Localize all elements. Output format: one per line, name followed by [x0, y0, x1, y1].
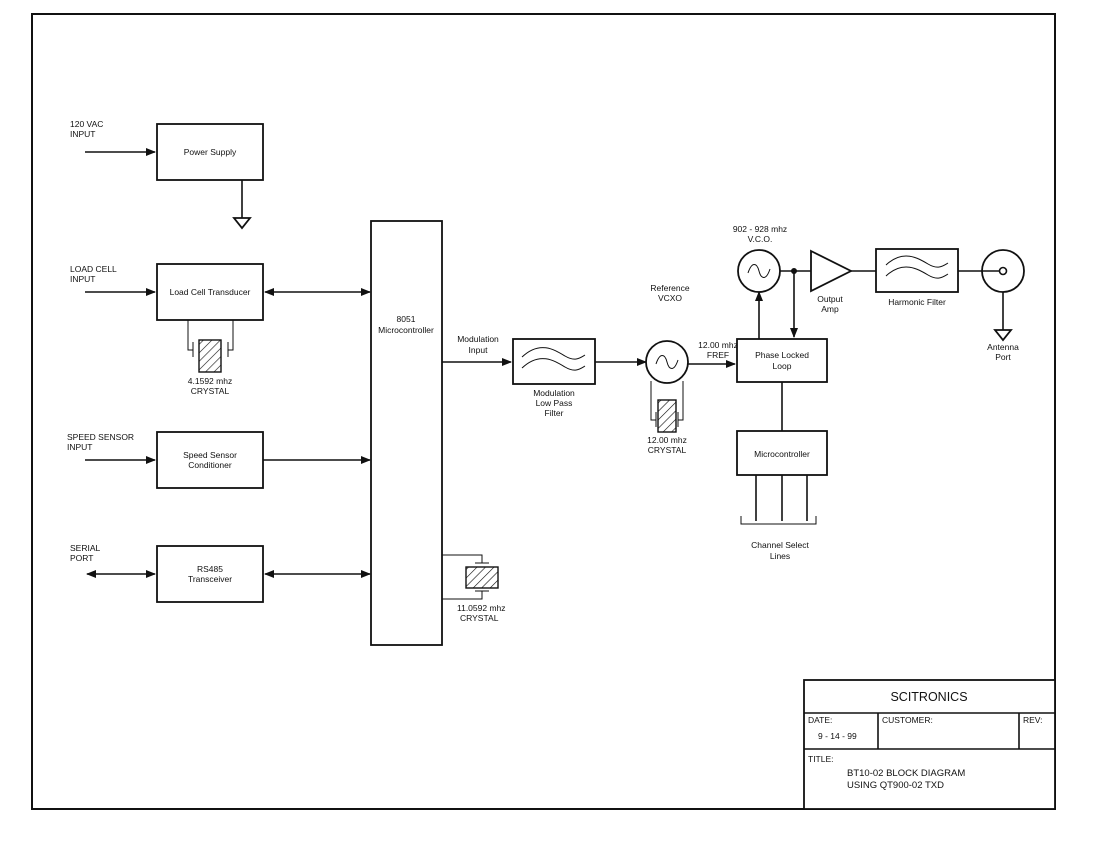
date-label: DATE: [808, 715, 832, 725]
fref-link: 12.00 mhz FREF [688, 340, 738, 368]
svg-text:Microcontroller: Microcontroller [754, 449, 810, 459]
svg-text:Conditioner: Conditioner [188, 460, 232, 470]
svg-text:Amp: Amp [821, 304, 839, 314]
svg-text:RS485: RS485 [197, 564, 223, 574]
svg-text:Port: Port [995, 352, 1011, 362]
svg-text:Transceiver: Transceiver [188, 574, 232, 584]
svg-text:PORT: PORT [70, 553, 93, 563]
mcu-8051-block: 8051 Microcontroller [370, 220, 443, 646]
svg-text:Modulation: Modulation [533, 388, 575, 398]
svg-text:INPUT: INPUT [70, 129, 96, 139]
modulation-input: Modulation Input [442, 334, 512, 366]
svg-text:12.00 mhz: 12.00 mhz [647, 435, 687, 445]
load-cell-input: LOAD CELL INPUT [70, 264, 156, 296]
load-cell-transducer-block: Load Cell Transducer [156, 263, 264, 321]
output-amp: Output Amp [810, 249, 854, 314]
svg-text:Microcontroller: Microcontroller [378, 325, 434, 335]
svg-text:CRYSTAL: CRYSTAL [191, 386, 230, 396]
svg-text:CRYSTAL: CRYSTAL [460, 613, 499, 623]
title-line-2: USING QT900-02 TXD [847, 780, 944, 791]
rev-label: REV: [1023, 715, 1043, 725]
svg-text:Harmonic Filter: Harmonic Filter [888, 297, 946, 307]
date-value: 9 - 14 - 99 [818, 731, 857, 741]
crystal-vcxo: 12.00 mhz CRYSTAL [647, 381, 687, 455]
crystal-mcu: 11.0592 mhz CRYSTAL [442, 554, 506, 623]
title-block: SCITRONICS DATE: 9 - 14 - 99 CUSTOMER: R… [803, 679, 1056, 810]
title-label: TITLE: [808, 754, 834, 764]
phase-locked-loop-block: Phase Locked Loop [736, 338, 828, 383]
svg-text:VCXO: VCXO [658, 293, 682, 303]
svg-text:Antenna: Antenna [987, 342, 1019, 352]
vco: 902 - 928 mhz V.C.O. [733, 224, 787, 293]
harmonic-filter-block: Harmonic Filter [875, 248, 959, 307]
power-supply-block: Power Supply [156, 123, 264, 181]
svg-text:Modulation: Modulation [457, 334, 499, 344]
rs485-transceiver-block: RS485 Transceiver [156, 545, 264, 603]
svg-text:4.1592 mhz: 4.1592 mhz [188, 376, 232, 386]
crystal-load-cell: 4.1592 mhz CRYSTAL [187, 320, 234, 396]
svg-text:Load Cell Transducer: Load Cell Transducer [170, 287, 251, 297]
svg-text:Lines: Lines [770, 551, 790, 561]
serial-port-input: SERIAL PORT [70, 543, 156, 578]
svg-text:Input: Input [469, 345, 489, 355]
speed-sensor-conditioner-block: Speed Sensor Conditioner [156, 431, 264, 489]
ground-symbol [232, 180, 252, 230]
svg-text:V.C.O.: V.C.O. [748, 234, 773, 244]
svg-text:SERIAL: SERIAL [70, 543, 101, 553]
svg-text:Output: Output [817, 294, 843, 304]
svg-text:INPUT: INPUT [70, 274, 96, 284]
title-line-1: BT10-02 BLOCK DIAGRAM [847, 768, 965, 779]
svg-text:12.00 mhz: 12.00 mhz [698, 340, 738, 350]
channel-select-lines: Channel Select Lines [740, 475, 817, 561]
power-input: 120 VAC INPUT [70, 119, 156, 156]
svg-text:LOAD CELL: LOAD CELL [70, 264, 117, 274]
svg-text:FREF: FREF [707, 350, 729, 360]
svg-text:Channel Select: Channel Select [751, 540, 809, 550]
svg-text:Speed Sensor: Speed Sensor [183, 450, 237, 460]
svg-text:902 - 928 mhz: 902 - 928 mhz [733, 224, 787, 234]
drawing-border [31, 13, 1056, 810]
svg-text:11.0592 mhz: 11.0592 mhz [457, 603, 506, 613]
microcontroller-block: Microcontroller [736, 430, 828, 476]
svg-text:CRYSTAL: CRYSTAL [648, 445, 687, 455]
reference-vcxo: Reference VCXO [645, 283, 690, 384]
junction-dot [791, 268, 797, 274]
svg-text:Filter: Filter [545, 408, 564, 418]
antenna-port: Antenna Port [981, 249, 1025, 362]
svg-text:INPUT: INPUT [67, 442, 93, 452]
speed-sensor-input: SPEED SENSOR INPUT [67, 432, 156, 464]
svg-text:Low Pass: Low Pass [536, 398, 573, 408]
svg-text:120 VAC: 120 VAC [70, 119, 103, 129]
customer-label: CUSTOMER: [882, 715, 933, 725]
svg-text:SPEED SENSOR: SPEED SENSOR [67, 432, 134, 442]
svg-text:8051: 8051 [397, 314, 416, 324]
svg-text:Loop: Loop [773, 361, 792, 371]
svg-text:Reference: Reference [650, 283, 689, 293]
company-name: SCITRONICS [890, 690, 967, 704]
svg-text:Power Supply: Power Supply [184, 147, 237, 157]
modulation-low-pass-filter: Modulation Low Pass Filter [512, 338, 596, 418]
svg-text:Phase Locked: Phase Locked [755, 350, 809, 360]
